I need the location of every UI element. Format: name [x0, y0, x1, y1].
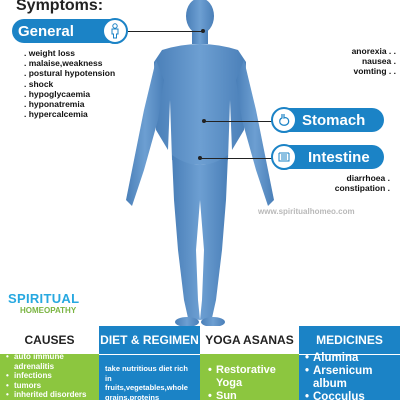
yoga-panel: YOGA ASANAS Restorative Yoga Sun Salutat… — [200, 326, 299, 400]
list-item: infections — [6, 371, 95, 381]
yoga-list: Restorative Yoga Sun Salutations — [208, 364, 295, 400]
list-item: fruits,vegetables,whole grains,proteins — [105, 383, 188, 400]
list-item: Alumina — [305, 352, 396, 365]
causes-title: CAUSES — [0, 326, 99, 354]
list-item: Sun Salutations — [208, 390, 295, 400]
list-item: . hypercalcemia — [24, 109, 88, 120]
intestine-symptom-list: diarrhoea . constipation . — [335, 173, 390, 193]
list-item: Cocculus — [305, 391, 396, 400]
list-item: diarrhoea . — [346, 173, 390, 183]
general-symptom-list: . weight loss . malaise,weakness . postu… — [24, 48, 115, 119]
medicines-list: Alumina Arsenicum album Cocculus — [305, 352, 396, 400]
medicines-panel: MEDICINES Alumina Arsenicum album Coccul… — [299, 326, 400, 400]
diet-list: take nutritious diet rich in fruits,vege… — [105, 364, 196, 400]
general-connector-line — [128, 31, 202, 32]
stomach-connector-line — [204, 121, 274, 122]
intestine-connector-dot — [198, 156, 202, 160]
list-item: auto immune adrenalitis — [6, 352, 95, 371]
medicines-title: MEDICINES — [299, 326, 400, 355]
yoga-title: YOGA ASANAS — [200, 326, 299, 354]
general-text: General — [18, 22, 74, 40]
list-item: . weight loss — [24, 48, 76, 58]
website-watermark: www.spiritualhomeo.com — [258, 207, 355, 216]
stomach-text: Stomach — [302, 111, 366, 129]
brand-subtitle: HOMEOPATHY — [20, 306, 77, 315]
intestine-text: Intestine — [308, 148, 370, 166]
stomach-symptom-list: anorexia . . nausea . vomting . . — [352, 46, 396, 77]
causes-panel: CAUSES auto immune adrenalitis infection… — [0, 326, 99, 400]
stomach-icon — [271, 107, 297, 133]
list-item: Arsenicum album — [305, 365, 396, 391]
intestine-icon — [271, 144, 297, 170]
diet-title: DIET & REGIMEN — [99, 326, 200, 355]
list-item: constipation . — [334, 183, 390, 194]
list-item: tumors — [6, 381, 95, 391]
list-item: . hyponatremia — [24, 99, 85, 110]
symptoms-heading: Symptoms: — [16, 0, 104, 14]
stomach-connector-dot — [202, 119, 206, 123]
general-connector-dot — [201, 29, 205, 33]
list-item: . hypoglycaemia — [24, 88, 91, 99]
list-item: anorexia . . — [351, 46, 396, 56]
list-item: . postural hypotension — [24, 68, 116, 79]
list-item: . shock — [24, 78, 54, 89]
list-item: . malaise,weakness — [24, 58, 103, 69]
human-body-figure — [126, 0, 274, 327]
list-item: inherited disorders — [6, 390, 95, 400]
brand-name: SPIRITUAL — [8, 291, 80, 306]
list-item: Restorative Yoga — [208, 364, 295, 390]
list-item: vomting . . — [353, 66, 397, 77]
intestine-connector-line — [200, 158, 274, 159]
list-item: nausea . — [361, 56, 396, 67]
list-item: take nutritious diet rich in — [105, 364, 188, 383]
diet-panel: DIET & REGIMEN take nutritious diet rich… — [99, 326, 200, 400]
body-icon — [102, 18, 128, 44]
causes-list: auto immune adrenalitis infections tumor… — [6, 352, 95, 400]
